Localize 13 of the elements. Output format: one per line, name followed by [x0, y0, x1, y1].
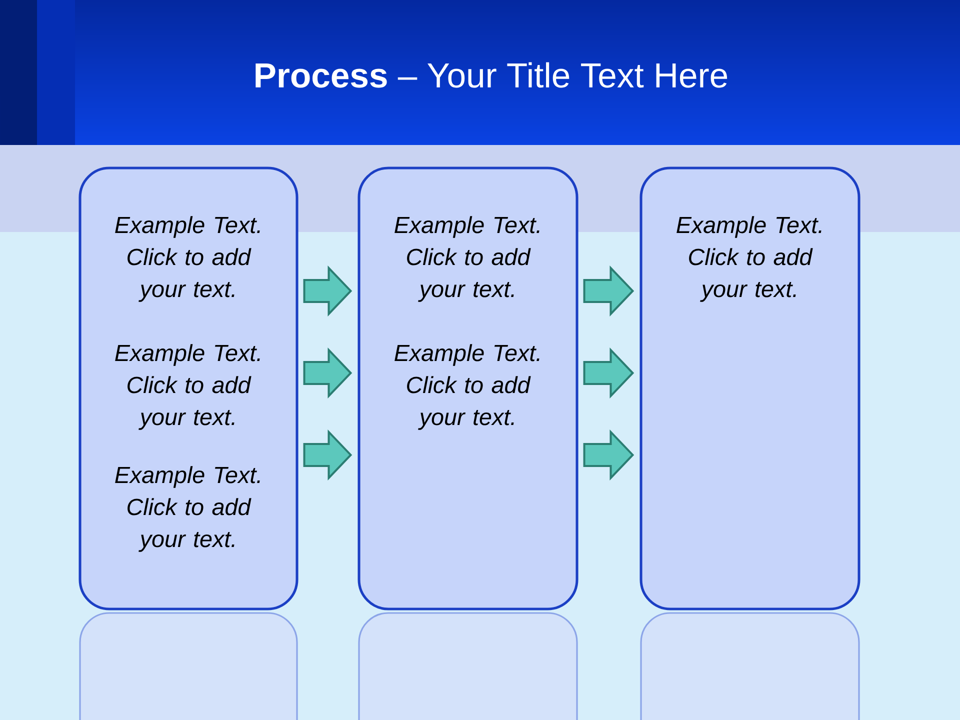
body-text: Example Text. Click to add your text. [676, 216, 822, 302]
block-arrow [583, 266, 634, 316]
block-arrow [303, 348, 352, 398]
body-text: Example Text. Click to add your text. [115, 344, 260, 430]
title: Process – Your Title Text Here [256, 62, 728, 88]
body-text: Example Text. Click to add your text. [394, 344, 540, 430]
block-arrow [583, 430, 634, 480]
body-text: Example Text. Click to add your text. [115, 216, 260, 302]
block-arrow [303, 266, 352, 316]
body-text: Example Text. Click to add your text. [115, 466, 260, 552]
block-arrow [303, 430, 352, 480]
block-arrow [583, 348, 634, 398]
body-text: Example Text. Click to add your text. [394, 216, 540, 302]
